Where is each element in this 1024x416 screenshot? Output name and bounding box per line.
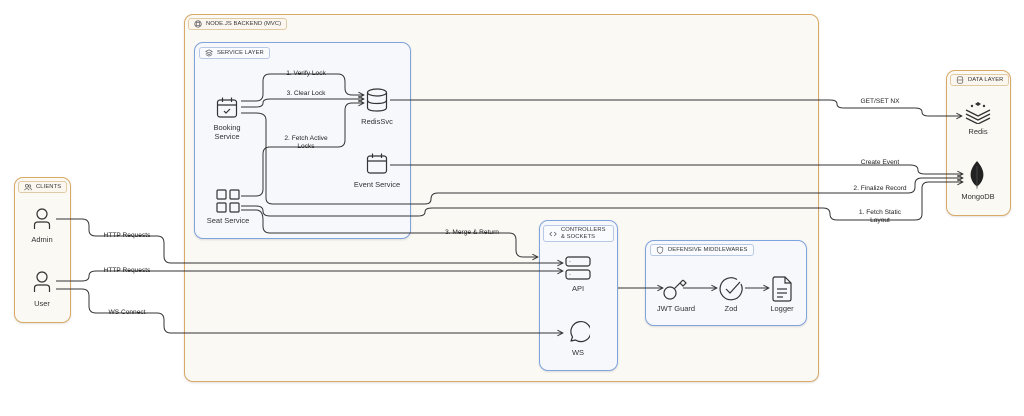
user-label: User [34, 299, 50, 308]
controllers-title: Controllers & Sockets [561, 227, 606, 240]
edge-label-user-http: HTTP Requests [103, 267, 151, 274]
edge-label-finalize: 2. Finalize Record [853, 185, 907, 192]
user-user-icon [33, 271, 51, 292]
key-icon [663, 279, 687, 300]
edge-label-fetch-layout: 1. Fetch Static Layout [858, 209, 902, 224]
redis-label: Redis [968, 127, 988, 136]
database-icon [956, 76, 964, 84]
booking-label: Booking Service [213, 123, 241, 141]
nodejs-icon [194, 20, 202, 28]
chat-bubble-icon [570, 321, 590, 343]
redissvc-database-icon [366, 88, 388, 112]
redis-icon [965, 102, 991, 124]
clients-title: Clients [36, 184, 62, 190]
jwt-label: JWT Guard [656, 304, 696, 313]
clients-tag: Clients [18, 181, 68, 193]
service-layer-tag: Service Layer [199, 47, 270, 59]
admin-label: Admin [31, 235, 53, 244]
admin-user-icon [33, 208, 51, 229]
zod-label: Zod [724, 304, 738, 313]
users-icon [24, 184, 32, 191]
logger-label: Logger [770, 304, 794, 313]
middlewares-tag: Defensive Middlewares [650, 244, 754, 256]
ws-label: WS [571, 348, 585, 357]
calendar-icon [366, 153, 388, 174]
seat-label: Seat Service [206, 216, 250, 225]
backend-tag: Node.js Backend (MVC) [188, 18, 288, 30]
calendar-check-icon [216, 97, 238, 118]
layers-icon [205, 49, 213, 57]
edge-label-verify-lock: 1. Verify Lock [286, 70, 326, 77]
mongodb-leaf-icon [970, 161, 984, 190]
api-label: API [571, 284, 585, 293]
edge-label-create-event: Create Event [860, 159, 900, 166]
event-label: Event Service [353, 180, 401, 189]
redissvc-label: RedisSvc [361, 117, 393, 126]
mongodb-label: MongoDB [961, 192, 995, 201]
edge-label-getset: GET/SET NX [860, 98, 900, 105]
file-text-icon [772, 276, 792, 302]
service-layer-title: Service Layer [217, 50, 264, 56]
controllers-tag: Controllers & Sockets [543, 225, 614, 242]
edge-label-fetch-locks: 2. Fetch Active Locks [284, 135, 328, 150]
grid-icon [216, 189, 240, 213]
code-icon [549, 231, 557, 236]
edge-label-ws-connect: WS Connect [108, 309, 146, 316]
shield-icon [656, 246, 664, 254]
middlewares-title: Defensive Middlewares [668, 247, 748, 253]
edge-label-merge-return: 3. Merge & Return [445, 229, 499, 236]
edge-label-admin-http: HTTP Requests [103, 232, 151, 239]
check-circle-icon [719, 277, 743, 301]
data-layer-title: Data Layer [968, 77, 1004, 83]
data-layer-tag: Data Layer [950, 74, 1010, 86]
server-icon [565, 256, 591, 280]
edge-label-clear-lock: 3. Clear Lock [286, 90, 326, 97]
backend-title: Node.js Backend (MVC) [206, 21, 282, 27]
